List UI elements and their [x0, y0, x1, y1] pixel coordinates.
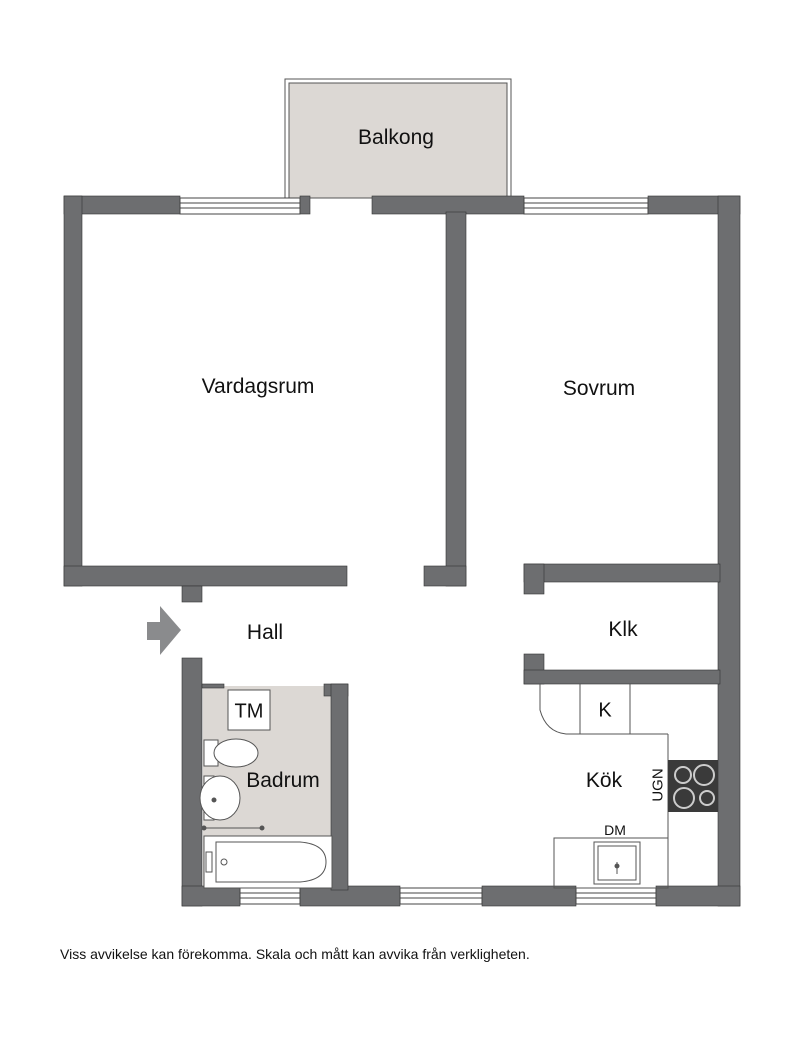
washer-box — [227, 689, 271, 731]
dm-label: DM — [604, 822, 626, 838]
window-kitchen — [575, 887, 657, 905]
hall-label: Hall — [246, 621, 284, 644]
bathtub-icon — [203, 835, 333, 889]
vardagsrum-label: Vardagsrum — [201, 375, 315, 398]
windows — [179, 197, 657, 905]
tm-label: TM — [234, 700, 264, 723]
bathroom-fixtures — [199, 689, 333, 889]
badrum-label: Badrum — [246, 769, 320, 792]
window-living — [179, 197, 301, 215]
sovrum-label: Sovrum — [562, 377, 636, 400]
walls — [63, 195, 741, 907]
balkong-label: Balkong — [358, 126, 434, 149]
washbasin-icon — [199, 775, 241, 821]
balcony — [284, 78, 512, 199]
window-bath — [239, 887, 301, 905]
entrance-arrow-icon — [147, 606, 181, 655]
klk-label: Klk — [608, 618, 638, 641]
stove-icon — [668, 760, 718, 812]
window-bedroom — [523, 197, 649, 215]
ugn-label: UGN — [649, 768, 667, 802]
k-label: K — [598, 699, 612, 722]
disclaimer-text: Viss avvikelse kan förekomma. Skala och … — [60, 946, 530, 962]
window-hall — [399, 887, 483, 905]
kok-label: Kök — [585, 769, 623, 792]
toilet-icon — [203, 738, 259, 768]
